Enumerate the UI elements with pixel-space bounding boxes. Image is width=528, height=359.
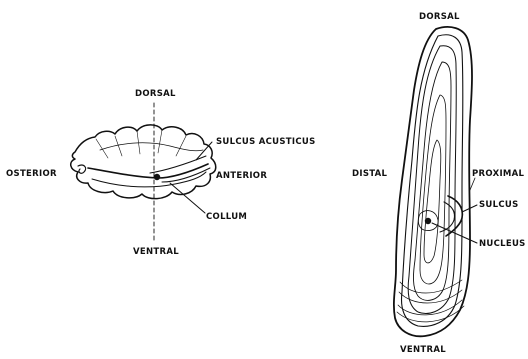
right-distal-label: DISTAL — [352, 169, 388, 179]
left-collum-label: COLLUM — [206, 212, 247, 222]
right-proximal-leader — [470, 178, 475, 190]
left-collum-leader — [170, 183, 205, 213]
left-collum-dot — [154, 174, 160, 180]
left-sulcus-acusticus-label: SULCUS ACUSTICUS — [216, 137, 316, 147]
left-posterior-notch — [78, 165, 86, 173]
right-otolith-outline — [394, 27, 472, 336]
left-otolith — [71, 103, 216, 240]
right-growth-ring-5 — [424, 140, 441, 263]
right-ventral-label: VENTRAL — [400, 345, 446, 355]
left-otolith-outline — [71, 125, 216, 199]
right-dorsal-label: DORSAL — [419, 12, 460, 22]
left-dorsal-ridge — [100, 143, 203, 151]
left-anterior-label: ANTERIOR — [216, 171, 267, 181]
left-ventral-label: VENTRAL — [133, 247, 179, 257]
right-growth-ring-1 — [402, 35, 463, 327]
right-sulcus-label: SULCUS — [479, 200, 519, 210]
right-nucleus-dot — [425, 218, 431, 224]
right-otolith — [394, 27, 477, 336]
right-proximal-label: PROXIMAL — [472, 169, 525, 179]
right-nucleus-label: NUCLEUS — [479, 239, 526, 249]
left-posterior-label: OSTERIOR — [6, 169, 57, 179]
left-ventral-lip — [92, 172, 206, 187]
left-sulcus-groove — [88, 164, 208, 178]
right-ventral-laminations — [397, 280, 464, 322]
left-dorsal-label: DORSAL — [135, 89, 176, 99]
left-radial-striae — [96, 130, 186, 158]
